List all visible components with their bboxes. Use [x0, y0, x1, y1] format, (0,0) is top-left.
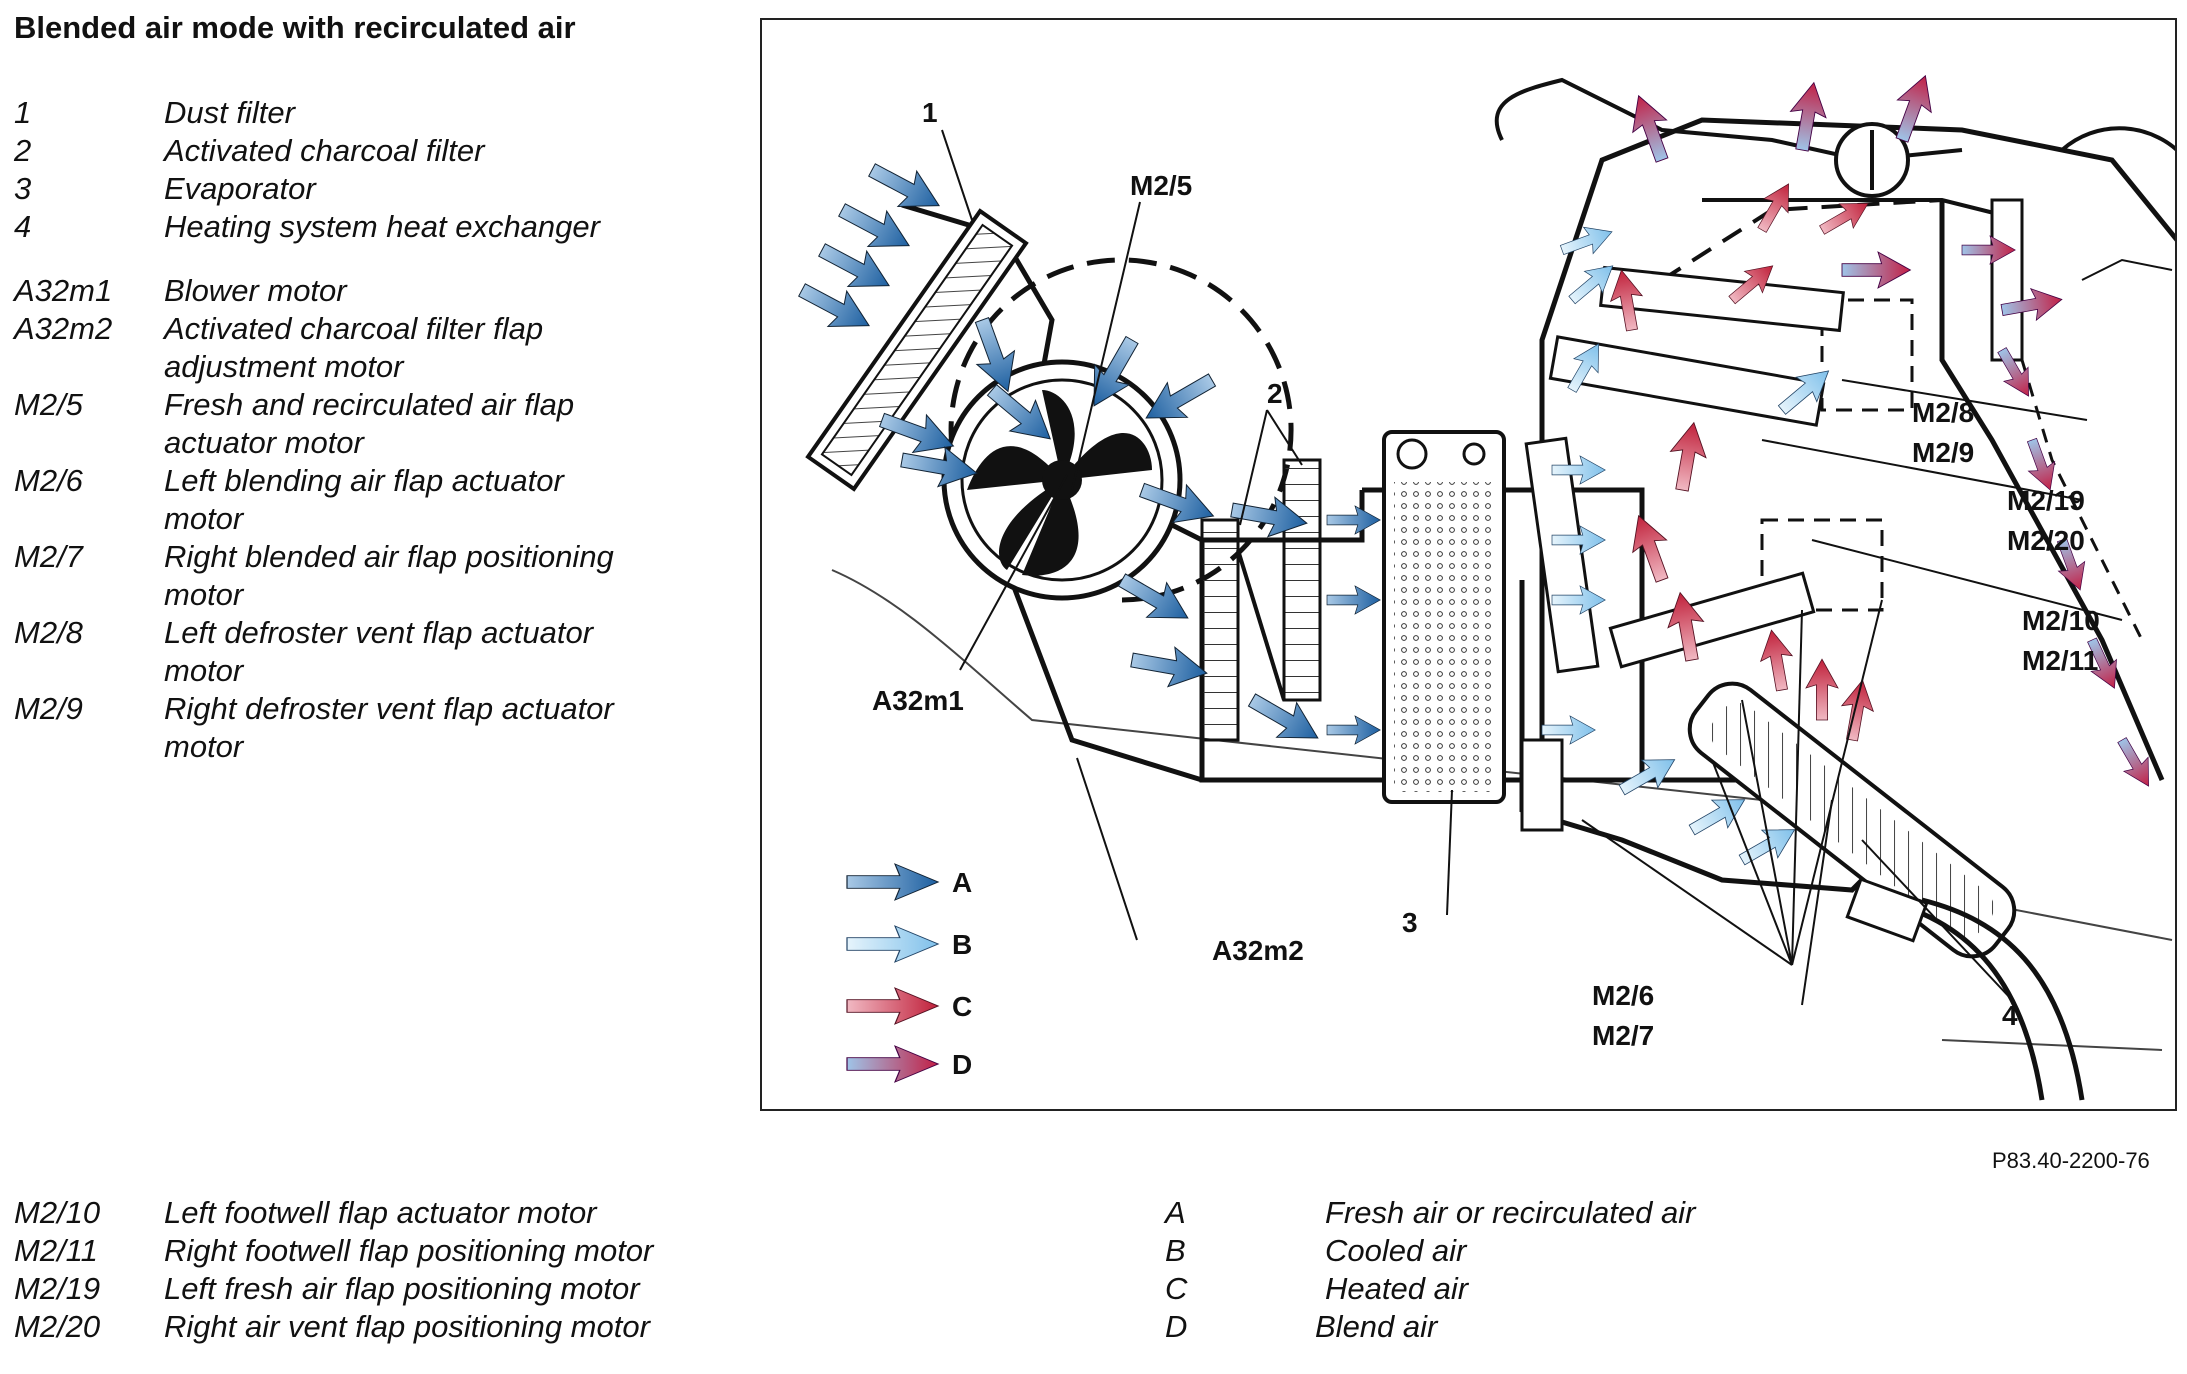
- legend-code: C: [1165, 1271, 1188, 1306]
- legend-code: 2: [14, 133, 32, 168]
- charcoal-filter: [1200, 458, 1322, 742]
- legend-desc: Right blended air flap positioning motor: [164, 539, 614, 612]
- label-a32m1: A32m1: [872, 685, 964, 716]
- legend-desc: Blower motor: [164, 273, 347, 308]
- legend-row: M2/8 Left defroster vent flap actuator mo…: [14, 614, 694, 690]
- label-m2-7: M2/7: [1592, 1020, 1654, 1051]
- legend-code: M2/19: [14, 1271, 101, 1306]
- label-m2-9: M2/9: [1912, 437, 1974, 468]
- legend-row: 3 Evaporator: [14, 170, 694, 208]
- legend-desc: Right defroster vent flap actuator motor: [164, 691, 614, 764]
- diagram-canvas: 1 M2/5 2 A32m1 A32m2 3 4 M2/6 M2/7 M2/8 …: [792, 69, 2175, 1101]
- label-m2-10: M2/10: [2022, 605, 2100, 636]
- legend-code: B: [1165, 1233, 1186, 1268]
- legend-row: A32m1 Blower motor: [14, 272, 694, 310]
- legend-desc: Fresh air or recirculated air: [1325, 1195, 1696, 1230]
- legend-code: M2/11: [14, 1233, 98, 1268]
- key-a-label: A: [952, 867, 972, 898]
- label-2: 2: [1267, 378, 1283, 409]
- label-3: 3: [1402, 907, 1418, 938]
- legend-code: D: [1165, 1309, 1188, 1344]
- label-m2-20: M2/20: [2007, 525, 2085, 556]
- legend-code: A32m1: [14, 273, 113, 308]
- legend-desc: Right footwell flap positioning motor: [164, 1233, 654, 1268]
- legend-desc: Heating system heat exchanger: [164, 209, 600, 244]
- legend-row: M2/9 Right defroster vent flap actuator m…: [14, 690, 694, 766]
- legend-code: M2/10: [14, 1195, 101, 1230]
- legend-row: M2/6 Left blending air flap actuator moto…: [14, 462, 694, 538]
- legend-code: A32m2: [14, 311, 113, 346]
- figure-reference: P83.40-2200-76: [1992, 1148, 2150, 1173]
- legend-desc: Left footwell flap actuator motor: [164, 1195, 597, 1230]
- legend-row: C Heated air: [1165, 1270, 2065, 1308]
- legend-code: M2/5: [14, 387, 83, 422]
- legend-code: 3: [14, 171, 32, 206]
- legend-row: M2/11 Right footwell flap positioning mot…: [14, 1232, 1064, 1270]
- legend-code: M2/9: [14, 691, 83, 726]
- dust-filter: [805, 208, 1029, 492]
- label-m2-11: M2/11: [2022, 645, 2098, 676]
- legend-code: M2/20: [14, 1309, 101, 1344]
- legend-desc: Evaporator: [164, 171, 316, 206]
- legend-desc: Left defroster vent flap actuator motor: [164, 615, 594, 688]
- key-c-label: C: [952, 991, 972, 1022]
- legend-desc: Fresh and recirculated air flap actuator…: [164, 387, 575, 460]
- label-a32m2: A32m2: [1212, 935, 1304, 966]
- legend-code: A: [1165, 1195, 1186, 1230]
- blower-fan: [941, 257, 1294, 603]
- page-title: Blended air mode with recirculated air: [14, 10, 576, 45]
- key-d-label: D: [952, 1049, 972, 1080]
- legend-code: 1: [14, 95, 32, 130]
- legend-desc: Heated air: [1325, 1271, 1469, 1306]
- legend-desc: Left blending air flap actuator motor: [164, 463, 564, 536]
- airflow-legend: A Fresh air or recirculated air B Cooled a…: [1165, 1194, 2065, 1346]
- legend-row: A32m2 Activated charcoal filter flap adju…: [14, 310, 694, 386]
- legend-row: 1 Dust filter: [14, 94, 694, 132]
- legend-row: M2/19 Left fresh air flap positioning mot…: [14, 1270, 1064, 1308]
- legend-row: M2/5 Fresh and recirculated air flap actu…: [14, 386, 694, 462]
- label-1: 1: [922, 97, 938, 128]
- label-m2-6: M2/6: [1592, 980, 1654, 1011]
- legend-desc: Right air vent flap positioning motor: [164, 1309, 650, 1344]
- hvac-diagram: 1 M2/5 2 A32m1 A32m2 3 4 M2/6 M2/7 M2/8 …: [760, 18, 2177, 1111]
- legend-code: 4: [14, 209, 32, 244]
- arrow-key: A B C D: [846, 863, 972, 1083]
- legend-desc: Activated charcoal filter: [164, 133, 485, 168]
- legend-row: M2/20 Right air vent flap positioning mot…: [14, 1308, 1064, 1346]
- legend-desc: Cooled air: [1325, 1233, 1467, 1268]
- leader-lines: [941, 129, 2123, 1006]
- legend-desc: Activated charcoal filter flap adjustmen…: [164, 311, 544, 384]
- legend-code: M2/6: [14, 463, 83, 498]
- legend-desc: Blend air: [1315, 1309, 1438, 1344]
- legend-desc: Left fresh air flap positioning motor: [164, 1271, 640, 1306]
- label-m2-5: M2/5: [1130, 170, 1192, 201]
- label-m2-8: M2/8: [1912, 397, 1974, 428]
- legend-row: M2/10 Left footwell flap actuator motor: [14, 1194, 1064, 1232]
- legend-desc: Dust filter: [164, 95, 295, 130]
- motor-legend: M2/10 Left footwell flap actuator motor M…: [14, 1194, 1064, 1346]
- label-4: 4: [2002, 1000, 2018, 1031]
- legend-row: 4 Heating system heat exchanger: [14, 208, 694, 246]
- legend-row: M2/7 Right blended air flap positioning m…: [14, 538, 694, 614]
- evaporator: [1382, 430, 1506, 804]
- key-b-label: B: [952, 929, 972, 960]
- legend-row: 2 Activated charcoal filter: [14, 132, 694, 170]
- legend-code: M2/8: [14, 615, 83, 650]
- legend-row: A Fresh air or recirculated air: [1165, 1194, 2065, 1232]
- legend-row: B Cooled air: [1165, 1232, 2065, 1270]
- legend-code: M2/7: [14, 539, 83, 574]
- legend-row: D Blend air: [1165, 1308, 2065, 1346]
- label-m2-19: M2/19: [2007, 485, 2085, 516]
